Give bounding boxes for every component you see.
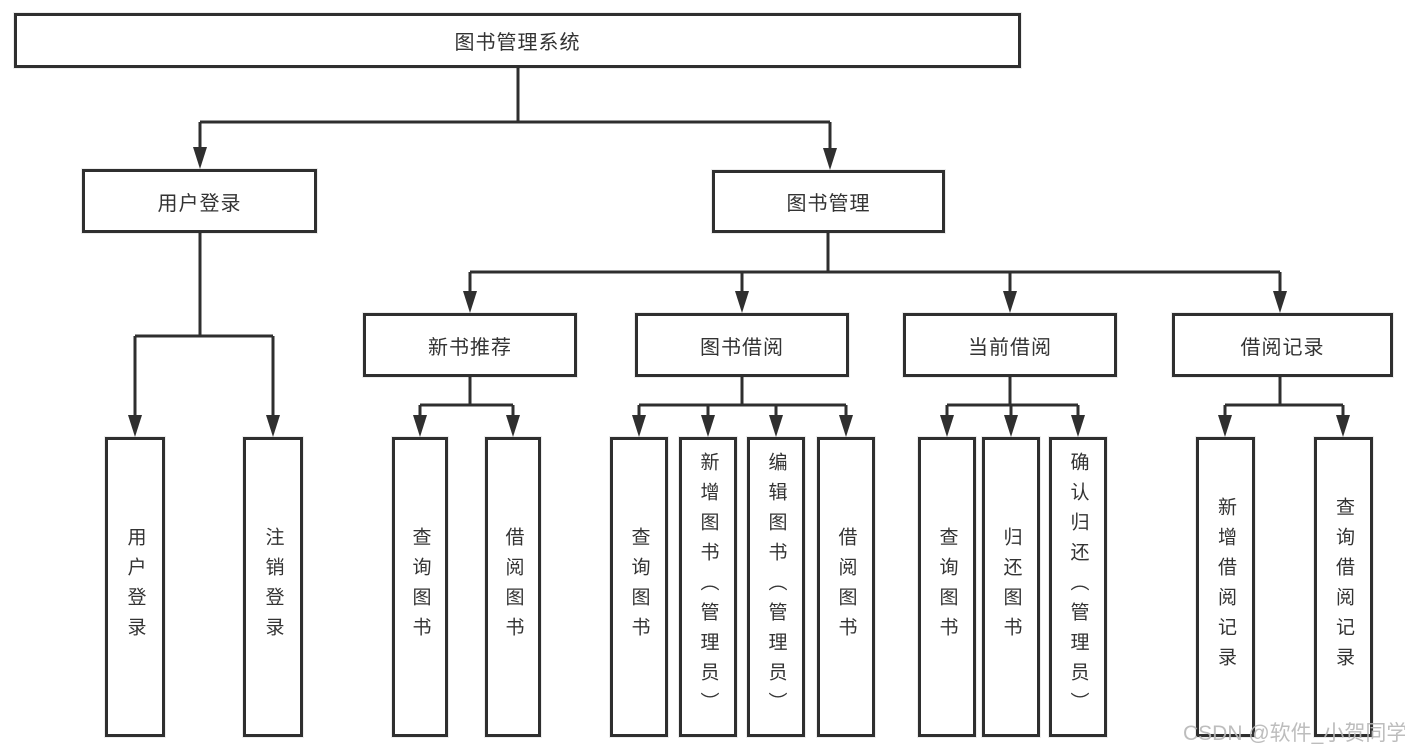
arrowhead (463, 291, 477, 313)
node-label: 确认归还（管理员） (1067, 452, 1089, 722)
arrowhead (1273, 291, 1287, 313)
node-label: 新增图书（管理员） (697, 452, 719, 722)
node-query-books-borrow: 查询图书 (610, 437, 668, 737)
arrowhead (413, 415, 427, 437)
connector-line (198, 68, 832, 151)
node-edit-book-admin: 编辑图书（管理员） (747, 437, 805, 737)
connector-line (133, 233, 275, 418)
arrowhead (1004, 415, 1018, 437)
node-label: 图书管理系统 (454, 32, 581, 54)
node-label: 查询图书 (628, 527, 650, 647)
node-label: 用户登录 (157, 192, 242, 215)
node-book-management-module: 图书管理 (712, 170, 945, 233)
node-query-books-recommend: 查询图书 (392, 437, 448, 737)
node-query-books-current: 查询图书 (918, 437, 976, 737)
arrowhead (193, 147, 207, 169)
arrowhead (940, 415, 954, 437)
node-user-login-module: 用户登录 (82, 169, 317, 233)
arrowhead (1218, 415, 1232, 437)
arrowhead (632, 415, 646, 437)
node-logout-action: 注销登录 (243, 437, 303, 737)
arrowhead (1336, 415, 1350, 437)
watermark: CSDN @软件_小贺同学 (1183, 722, 1405, 745)
arrowhead (1003, 291, 1017, 313)
node-user-login-action: 用户登录 (105, 437, 165, 737)
node-new-book-recommend: 新书推荐 (363, 313, 577, 377)
arrowhead (701, 415, 715, 437)
connector-line (637, 377, 848, 418)
node-borrow-books-recommend: 借阅图书 (485, 437, 541, 737)
arrowhead (735, 291, 749, 313)
node-book-management-system: 图书管理系统 (14, 13, 1021, 68)
node-borrow-records: 借阅记录 (1172, 313, 1393, 377)
connector-line (418, 377, 515, 418)
connector-line (468, 233, 1282, 294)
arrowhead (506, 415, 520, 437)
node-label: 查询借阅记录 (1333, 497, 1354, 677)
node-label: 查询图书 (409, 527, 431, 647)
node-label: 借阅图书 (502, 527, 524, 647)
node-label: 图书管理 (786, 193, 871, 215)
connector-line (945, 377, 1080, 418)
node-label: 借阅图书 (835, 527, 857, 647)
node-book-borrow: 图书借阅 (635, 313, 849, 377)
node-return-book: 归还图书 (982, 437, 1040, 737)
node-label: 编辑图书（管理员） (765, 452, 787, 722)
node-query-borrow-record: 查询借阅记录 (1314, 437, 1373, 737)
arrowhead (769, 415, 783, 437)
node-label: 归还图书 (1000, 527, 1022, 647)
node-add-borrow-record: 新增借阅记录 (1196, 437, 1255, 737)
node-label: 借阅记录 (1240, 336, 1325, 359)
node-label: 新书推荐 (428, 336, 512, 359)
node-add-book-admin: 新增图书（管理员） (679, 437, 737, 737)
node-label: 当前借阅 (968, 336, 1052, 359)
arrowhead (839, 415, 853, 437)
node-current-borrow: 当前借阅 (903, 313, 1117, 377)
arrowhead (266, 415, 280, 437)
node-borrow-books-action: 借阅图书 (817, 437, 875, 737)
arrowhead (1071, 415, 1085, 437)
node-label: 用户登录 (124, 527, 146, 647)
node-label: 查询图书 (936, 527, 958, 647)
arrowhead (823, 148, 837, 170)
arrowhead (128, 415, 142, 437)
connector-line (1223, 377, 1345, 418)
node-confirm-return-admin: 确认归还（管理员） (1049, 437, 1107, 737)
node-label: 注销登录 (262, 527, 284, 647)
node-label: 图书借阅 (700, 336, 784, 359)
node-label: 新增借阅记录 (1215, 497, 1236, 677)
